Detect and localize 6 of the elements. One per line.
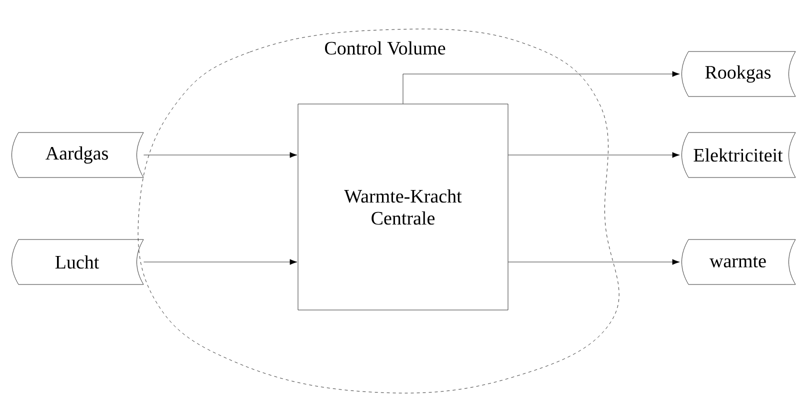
arrow	[144, 152, 298, 158]
arrow	[508, 152, 680, 158]
process-box: Warmte-Kracht Centrale	[298, 104, 508, 310]
arrow	[402, 71, 680, 104]
arrow	[144, 259, 298, 265]
arrow	[508, 259, 680, 265]
